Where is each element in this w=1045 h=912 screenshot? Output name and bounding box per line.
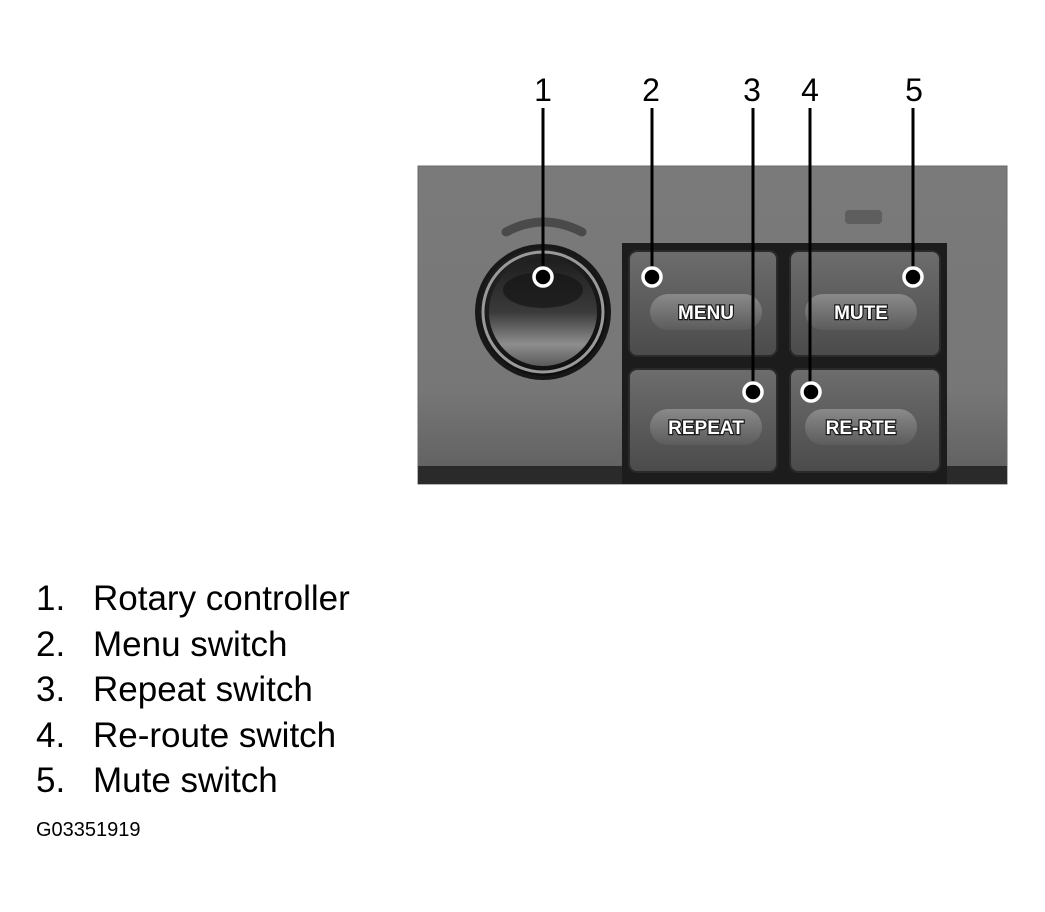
legend-item-number: 3. [36,670,66,709]
repeat-button-label: REPEAT [668,418,744,439]
callout-dot-5 [902,266,924,288]
callout-dot-3 [742,381,764,403]
legend-item: 3. Repeat switch [36,667,350,713]
legend-item-number: 1. [36,579,66,618]
callout-number-5: 5 [905,72,923,108]
callout-leaders [541,108,915,391]
callout-number-1: 1 [534,72,552,108]
reroute-button-label: RE-RTE [826,418,897,439]
reroute-button[interactable]: RE-RTE [789,368,941,473]
legend-item-label: Menu switch [93,624,288,664]
callout-dot-1 [532,266,554,288]
legend-list: 1. Rotary controller 2. Menu switch 3. Repe… [36,576,350,804]
legend-item-label: Rotary controller [93,579,350,618]
callout-number-2: 2 [642,72,660,108]
legend-item-number: 4. [36,715,66,755]
legend-item-label: Re-route switch [93,715,337,755]
status-led [845,210,882,224]
legend-item-number: 2. [36,624,66,664]
callout-numbers: 1 2 3 4 5 [534,72,923,108]
callout-dot-4 [800,381,822,403]
callout-dots [532,266,924,403]
mute-button[interactable]: MUTE [789,250,941,357]
legend-item-label: Mute switch [93,761,278,800]
figure-code: G03351919 [36,819,141,841]
callout-number-4: 4 [801,72,819,108]
legend-item: 5. Mute switch [36,758,350,804]
legend-item: 4. Re-route switch [36,713,350,759]
legend-item: 2. Menu switch [36,622,350,668]
repeat-button[interactable]: REPEAT [628,368,778,473]
rotary-controller[interactable] [475,244,611,380]
legend-item-number: 5. [36,761,66,800]
callout-dot-2 [641,266,663,288]
menu-button[interactable]: MENU [628,250,778,357]
legend-item-label: Repeat switch [93,670,313,709]
menu-button-label: MENU [678,303,734,324]
legend-item: 1. Rotary controller [36,576,350,622]
mute-button-label: MUTE [834,303,888,324]
callout-number-3: 3 [743,72,761,108]
